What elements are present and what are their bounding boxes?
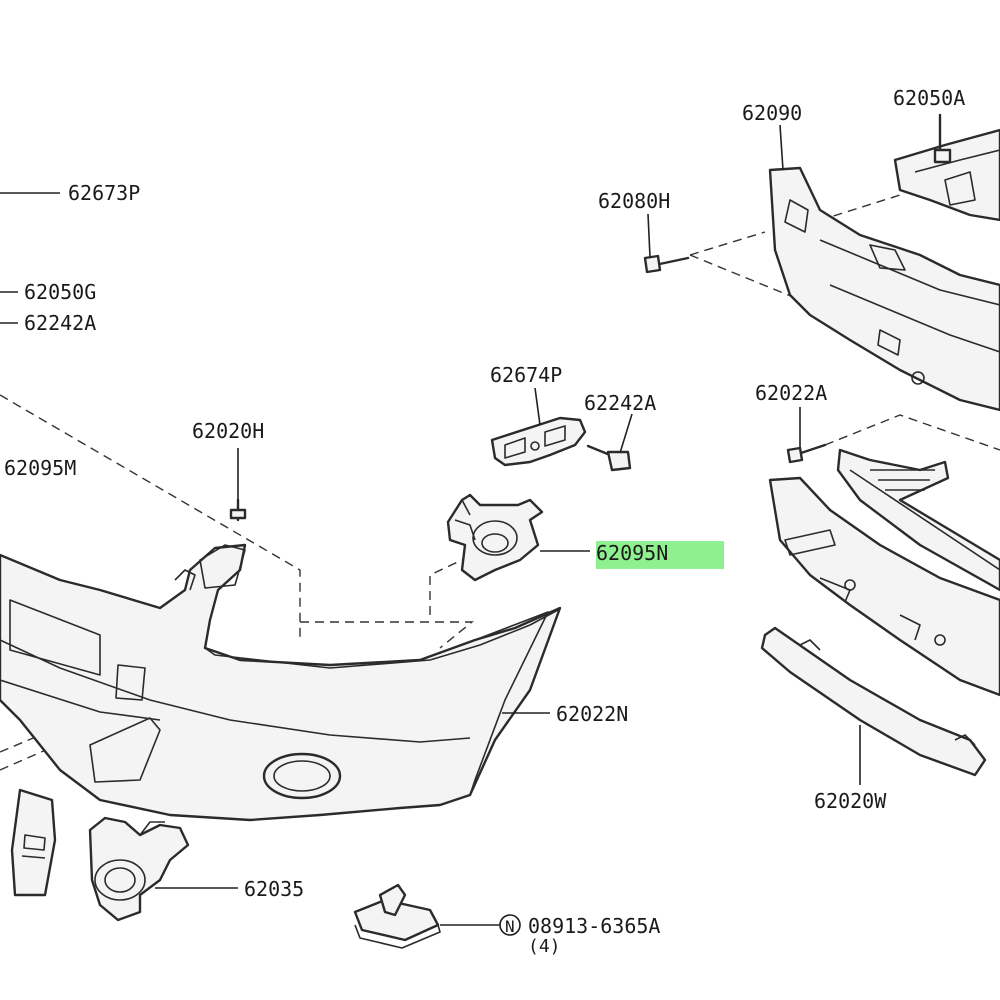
lower-spoiler [760, 626, 987, 777]
label-62674P: 62674P [490, 363, 562, 387]
bracket-62674P [490, 416, 587, 467]
label-62673P: 62673P [68, 181, 140, 205]
label-62050A: 62050A [893, 86, 965, 110]
bracket-62050A [893, 113, 1000, 222]
label-62242A-mid: 62242A [584, 391, 656, 415]
bracket-62095N [446, 493, 544, 582]
left-fragment-leaders [0, 192, 60, 324]
label-62035: 62035 [244, 877, 304, 901]
label-08913-prefix: N [505, 917, 515, 936]
bumper-reinforcement [768, 166, 1000, 412]
label-62020H: 62020H [192, 419, 264, 443]
energy-absorber [768, 443, 1000, 697]
label-08913: 08913-6365A [528, 914, 660, 938]
label-62050G: 62050G [24, 280, 96, 304]
leader-lines [155, 124, 861, 926]
side-reflector [10, 788, 57, 897]
clip-08913 [353, 883, 441, 949]
label-62095N: 62095N [596, 541, 668, 565]
label-62095M: 62095M [4, 456, 76, 480]
clip-62242A-mid [586, 444, 632, 472]
label-62020W: 62020W [814, 789, 887, 813]
label-62242A-left: 62242A [24, 311, 96, 335]
label-62090: 62090 [742, 101, 802, 125]
highlight-62095N [596, 541, 724, 569]
bolt-62020H [229, 498, 247, 522]
label-62022N: 62022N [556, 702, 628, 726]
label-62022A: 62022A [755, 381, 827, 405]
bolt-62080H [643, 254, 690, 274]
circled-n-icon [499, 914, 521, 936]
lower-grille [836, 448, 1000, 592]
label-62080H: 62080H [598, 189, 670, 213]
front-bumper-fascia [0, 543, 562, 822]
part-labels: 62673P 62050G 62242A 62095M 62020H 62674… [4, 86, 965, 957]
label-08913-qty: (4) [528, 936, 561, 957]
fog-lamp-bracket [88, 816, 190, 922]
